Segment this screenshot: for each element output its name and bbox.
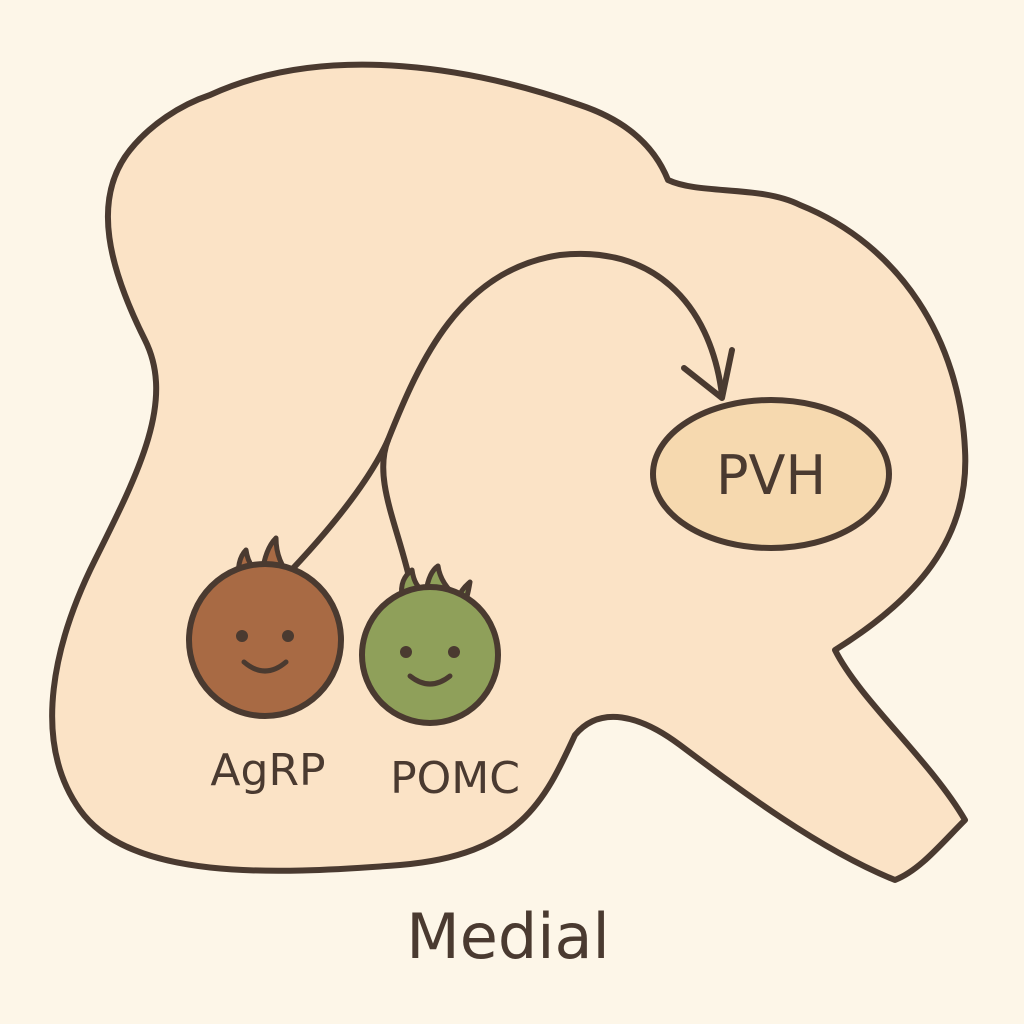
- pvh-label: PVH: [716, 444, 826, 507]
- projection-path-agrp: [279, 437, 391, 583]
- arrowhead-icon: [681, 347, 735, 401]
- projection-path-main: [385, 250, 725, 443]
- pomc-neuron: [359, 563, 501, 726]
- pomc-label: POMC: [390, 753, 520, 804]
- agrp-label: AgRP: [210, 745, 325, 796]
- projection-path-pomc: [380, 437, 415, 593]
- pvh-region: [650, 397, 892, 551]
- agrp-neuron: [186, 535, 344, 719]
- caption-label: Medial: [406, 900, 609, 973]
